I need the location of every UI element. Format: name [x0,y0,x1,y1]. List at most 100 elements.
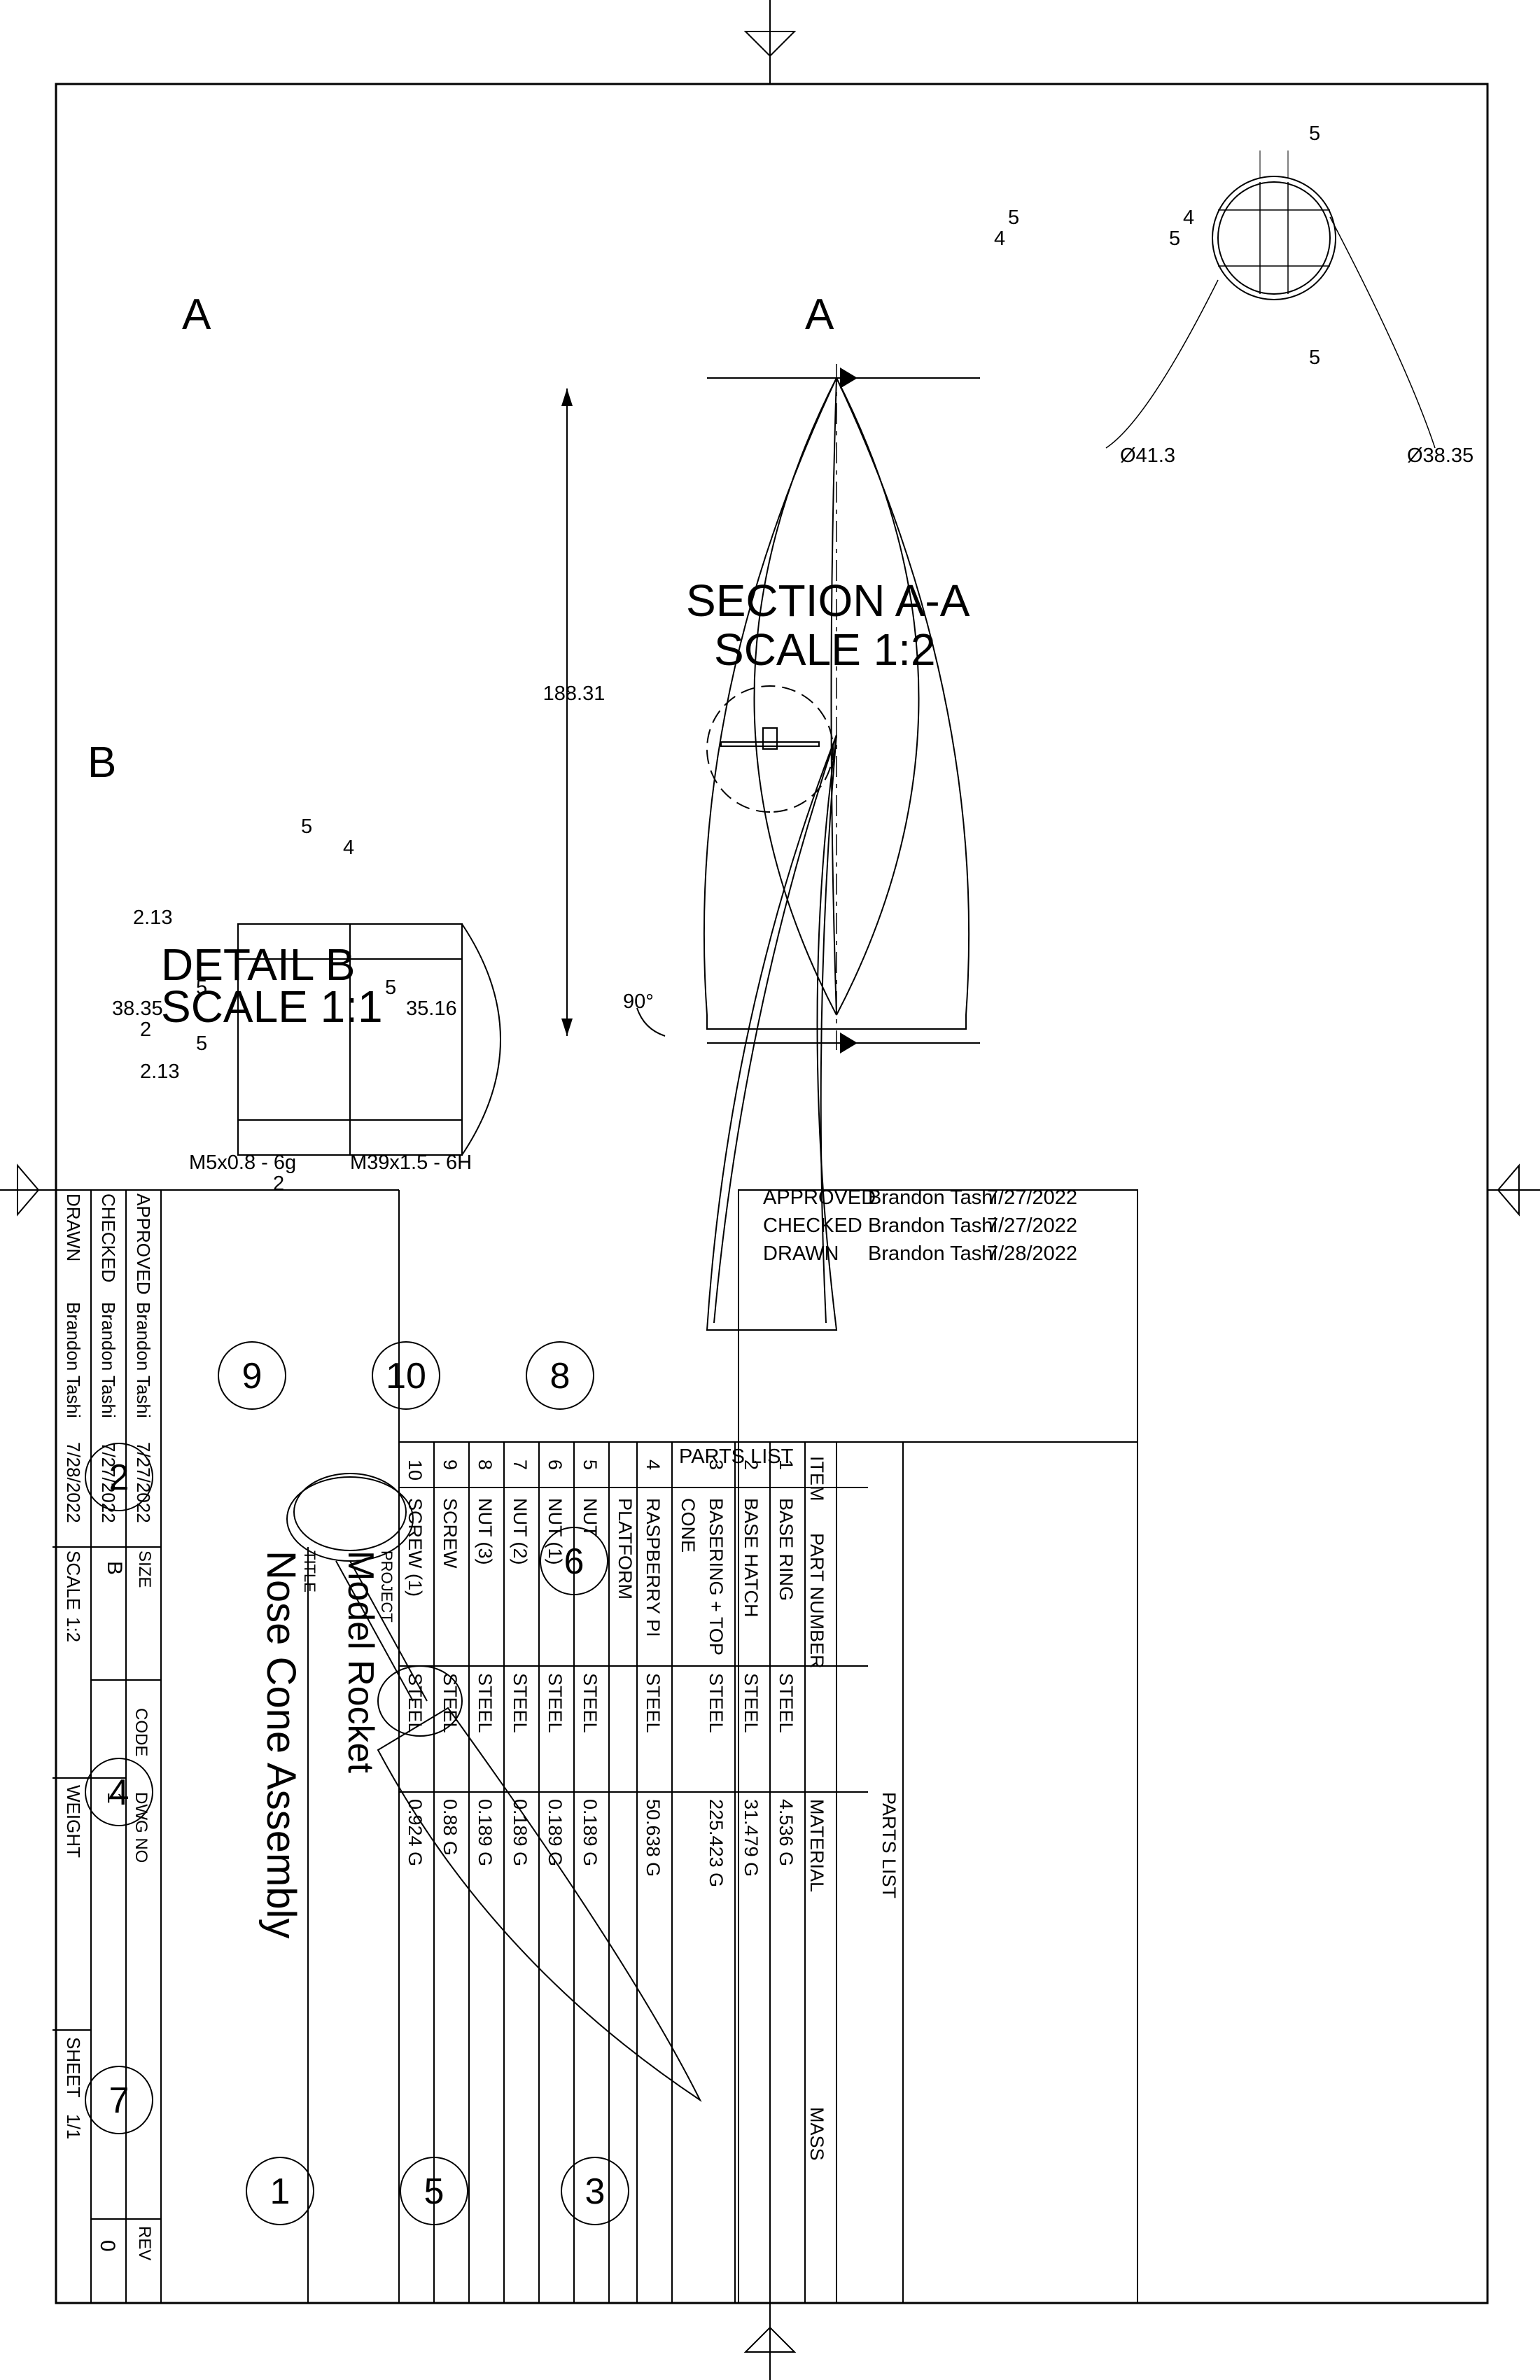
row-4-part: RASPBERRY PI [643,1498,664,1637]
row-7-material: STEEL [510,1673,531,1733]
detail-title: DETAIL B [161,939,355,990]
row-2-item: 2 [741,1460,762,1471]
row-2-mass: 31.479 G [741,1799,762,1877]
row-7-mass: 0.189 G [510,1799,531,1867]
row-2-part: BASE HATCH [741,1498,762,1618]
cross-section-view: 5 5 5 4 4 5 Ø41.3 Ø38.35 [994,122,1474,467]
row-5-mass: 0.189 G [580,1799,601,1867]
row-6-item: 6 [545,1460,566,1471]
balloon-10: 10 [372,1341,440,1410]
row-3-part: BASERING + TOP [706,1498,727,1656]
drawn-by: Brandon Tashi [868,1242,997,1265]
project: Model Rocket [340,1550,381,1773]
svg-text:10: 10 [386,1356,426,1396]
scale-label: SCALE [63,1550,84,1611]
header-part-number: PART NUMBER [806,1533,827,1669]
svg-text:8: 8 [550,1356,570,1396]
detail-s2: 5 [196,1032,207,1055]
cone-part [377,1707,702,2102]
thread-screw-label: M5x0.8 - 6g [189,1152,296,1174]
row-9-material: STEEL [440,1673,461,1733]
row-6-part: NUT (1) [545,1498,566,1565]
dwg-no: 1 [103,1792,126,1804]
sheet: 1/1 [63,2114,84,2140]
detail-b-view: DETAIL B SCALE 1:1 38.35 2.13 2 2.13 5 5… [112,816,501,1195]
xs-right-b: 5 [1008,206,1019,229]
row-3-part-cont: CONE [678,1498,699,1553]
detail-scale: SCALE 1:1 [161,981,383,1032]
scale: 1:2 [63,1617,84,1643]
thread-base-label: M39x1.5 - 6H [350,1152,472,1174]
row-8-mass: 0.189 G [475,1799,496,1867]
checked-by: Brandon Tashi [98,1302,119,1418]
drawn-date: 7/28/2022 [987,1242,1077,1265]
row-6-material: STEEL [545,1673,566,1733]
row-7-item: 7 [510,1460,531,1471]
drawn-label: DRAWN [763,1242,839,1265]
approved-by: Brandon Tashi [868,1186,997,1209]
rev: 0 [96,2240,119,2252]
row-4-item: 4 [643,1460,664,1471]
row-1-mass: 4.536 G [776,1799,797,1867]
detail-width: 38.35 [112,997,163,1020]
section-a-left: A [805,290,834,339]
title-block-grid [52,1189,400,2303]
title-block-border [738,1189,1138,2304]
drawn-label: DRAWN [63,1194,84,1262]
drawn-date: 7/28/2022 [63,1442,84,1523]
balloon-1: 1 [246,2157,314,2225]
side-view: A A 188.31 90° [182,290,980,1054]
row-8-part: NUT (3) [475,1498,496,1565]
overall-length-label: 188.31 [543,682,606,705]
drawn-by: Brandon Tashi [63,1302,84,1418]
xs-inner-diameter: Ø38.35 [1407,444,1474,467]
code-label: CODE [132,1708,150,1757]
header-material: MATERIAL [806,1799,827,1893]
angle-label: 90° [623,990,654,1013]
exploded-view [286,1473,702,2102]
row-5-item: 5 [580,1460,601,1471]
detail-d1: 2.13 [133,906,172,929]
row-5-material: STEEL [580,1673,601,1733]
row-9-item: 9 [440,1460,461,1471]
title-block: APPROVED Brandon Tashi 7/27/2022 CHECKED… [738,1186,1138,2304]
row-8-item: 8 [475,1460,496,1471]
header-item: ITEM [806,1456,827,1502]
balloon-3: 3 [561,2157,629,2225]
row-4-material: STEEL [643,1673,664,1733]
xs-left-a: 5 [1169,227,1180,250]
size: B [103,1561,126,1576]
section-scale: SCALE 1:2 [714,624,936,675]
detail-inner: 35.16 [406,997,457,1020]
approved-date: 7/27/2022 [987,1186,1077,1209]
section-a-a: SECTION A-A SCALE 1:2 B [88,575,970,1331]
svg-text:9: 9 [242,1356,262,1396]
section-a-right: A [182,290,211,339]
section-title: SECTION A-A [686,575,970,626]
row-3-material: STEEL [706,1673,727,1733]
row-2-material: STEEL [741,1673,762,1733]
detail-top-5: 5 [301,816,312,838]
row-1-material: STEEL [776,1673,797,1733]
svg-text:1: 1 [270,2171,290,2212]
row-9-mass: 0.88 G [440,1799,461,1856]
approved-label: APPROVED [763,1186,876,1209]
row-10-item: 10 [405,1460,426,1481]
approved-date: 7/27/2022 [133,1442,154,1523]
checked-label: CHECKED [763,1214,862,1237]
sheet-label: SHEET [63,2037,84,2098]
row-3-mass: 225.423 G [706,1799,727,1888]
xs-bottom-width: 5 [1309,346,1320,369]
outer-circle [1212,176,1336,300]
balloon-8: 8 [526,1341,594,1410]
cone-body [703,377,970,1030]
detail-inner-5: 5 [385,976,396,999]
detail-b-circle [706,685,834,813]
balloon-9: 9 [218,1341,286,1410]
row-1-item: 1 [776,1460,797,1471]
row-4-mass: 50.638 G [643,1799,664,1877]
